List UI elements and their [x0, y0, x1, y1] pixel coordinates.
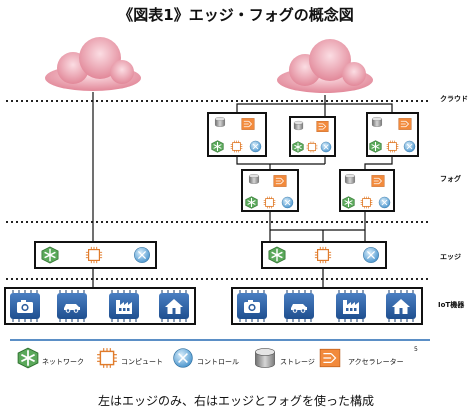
storage-icon [255, 348, 275, 368]
cloud-left [45, 37, 141, 91]
control-icon [362, 246, 380, 264]
fog-node [207, 112, 267, 157]
legend-label-storage: ストレージ [280, 358, 315, 366]
compute-icon [314, 246, 332, 264]
layer-label-fog: フォグ [440, 175, 461, 183]
cloud-right [277, 39, 373, 93]
edge-node-left [34, 241, 157, 269]
legend-label-compute: コンピュート [121, 358, 163, 366]
edge-node-right [261, 241, 387, 269]
layer-label-cloud: クラウド [440, 95, 468, 103]
legend-footnote-mark: 5 [414, 346, 418, 353]
control-icon [133, 246, 151, 264]
connections [92, 92, 393, 288]
fog-node [366, 112, 419, 157]
layer-label-iot: IoT機器 [438, 301, 465, 309]
fog-node [339, 169, 395, 212]
layer-label-edge: エッジ [440, 253, 461, 261]
fog-node [241, 169, 299, 212]
iot-group-right [231, 287, 423, 325]
legend-label-control: コントロール [197, 358, 239, 366]
legend-label-accelerator: アクセラレーター [348, 358, 404, 366]
control-icon [172, 347, 194, 369]
compute-icon [96, 347, 118, 369]
compute-icon [85, 246, 103, 264]
network-icon [17, 347, 39, 369]
legend-label-network: ネットワーク [42, 358, 84, 366]
fog-node [289, 116, 336, 157]
accelerator-icon [319, 348, 341, 368]
figure-caption: 左はエッジのみ、右はエッジとフォグを使った構成 [97, 394, 374, 408]
layer-dividers [6, 100, 430, 280]
page-title: 《図表1》エッジ・フォグの概念図 [118, 6, 354, 24]
iot-group-left [4, 287, 196, 325]
